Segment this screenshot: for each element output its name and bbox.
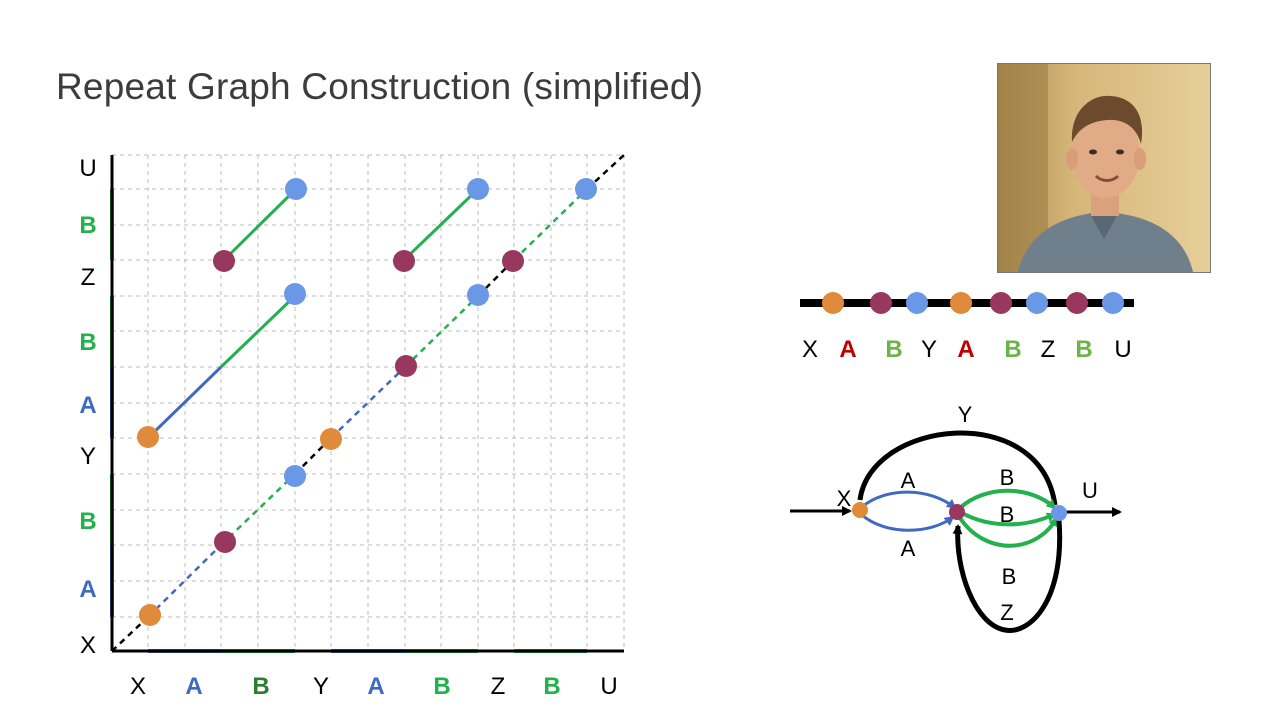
edge-label-b-top: B bbox=[1000, 465, 1015, 490]
sequence-dot bbox=[950, 292, 972, 314]
sequence-label: X bbox=[802, 336, 818, 363]
graph-node-orange bbox=[852, 502, 868, 518]
edge-a-top bbox=[861, 490, 957, 510]
point-purple bbox=[502, 250, 524, 272]
sequence-dot bbox=[906, 292, 928, 314]
sequence-label: B bbox=[1004, 336, 1021, 363]
sequence-dot bbox=[870, 292, 892, 314]
point-orange bbox=[137, 426, 159, 448]
sequence-label: Z bbox=[1041, 336, 1056, 363]
point-purple bbox=[213, 250, 235, 272]
point-blue bbox=[285, 178, 307, 200]
x-axis-label: B bbox=[433, 673, 450, 700]
edge-label-a-top: A bbox=[901, 468, 916, 493]
point-blue bbox=[575, 178, 597, 200]
edge-label-z: Z bbox=[1000, 600, 1013, 625]
y-axis-label: B bbox=[79, 212, 96, 239]
sequence-dots bbox=[822, 292, 1124, 314]
edge-a-bottom bbox=[861, 513, 955, 532]
sequence-label: U bbox=[1114, 336, 1131, 363]
x-axis-label: Z bbox=[491, 673, 506, 700]
point-orange bbox=[320, 428, 342, 450]
y-axis-label: X bbox=[80, 632, 96, 659]
main-diagonal bbox=[111, 154, 625, 652]
alignment-ab-b bbox=[219, 294, 297, 369]
sequence-label: B bbox=[885, 336, 902, 363]
sequence-label: Y bbox=[921, 336, 937, 363]
x-axis-label: X bbox=[130, 673, 146, 700]
y-axis-label: A bbox=[79, 576, 96, 603]
edge-label-u: U bbox=[1082, 478, 1098, 503]
dot-plot-points bbox=[137, 178, 597, 626]
x-axis-label: U bbox=[600, 673, 617, 700]
y-axis-label: Z bbox=[81, 264, 96, 291]
repeat-graph: Y X A A B B B Z U bbox=[790, 402, 1122, 633]
point-orange bbox=[139, 604, 161, 626]
sequence-dot bbox=[990, 292, 1012, 314]
edge-label-a-bottom: A bbox=[901, 536, 916, 561]
x-axis-label: B bbox=[252, 673, 269, 700]
edge-label-y: Y bbox=[958, 402, 973, 427]
point-purple bbox=[393, 250, 415, 272]
x-axis-label: Y bbox=[313, 673, 329, 700]
sequence-label: B bbox=[1075, 336, 1092, 363]
edge-b-top bbox=[958, 488, 1057, 510]
edge-b-low bbox=[958, 516, 1059, 548]
sequence-dot bbox=[1102, 292, 1124, 314]
y-axis-label: B bbox=[79, 329, 96, 356]
alignment-ab bbox=[146, 365, 223, 440]
y-axis-label: A bbox=[79, 392, 96, 419]
sequence-label: A bbox=[839, 336, 856, 363]
edge-z-loop bbox=[952, 519, 1063, 633]
y-axis-label: U bbox=[79, 155, 96, 182]
x-axis-label: B bbox=[543, 673, 560, 700]
x-axis-label: A bbox=[367, 673, 384, 700]
point-blue bbox=[284, 465, 306, 487]
point-blue bbox=[467, 284, 489, 306]
graph-node-purple bbox=[949, 504, 965, 520]
graph-node-blue bbox=[1051, 505, 1067, 521]
repeat-alignments bbox=[146, 187, 480, 440]
dot-plot-grid bbox=[112, 154, 625, 651]
point-purple bbox=[395, 355, 417, 377]
alignment-b1 bbox=[222, 187, 298, 262]
slide-title: Repeat Graph Construction (simplified) bbox=[56, 66, 704, 107]
edge-y bbox=[857, 430, 1058, 506]
sequence-dot bbox=[1026, 292, 1048, 314]
edge-label-x: X bbox=[837, 486, 852, 511]
edge-label-b-low: B bbox=[1002, 564, 1017, 589]
sequence-label: A bbox=[957, 336, 974, 363]
y-axis-label: B bbox=[79, 508, 96, 535]
y-axis-label: Y bbox=[80, 443, 96, 470]
point-purple bbox=[214, 531, 236, 553]
point-blue bbox=[284, 283, 306, 305]
point-blue bbox=[467, 178, 489, 200]
sequence-dot bbox=[1066, 292, 1088, 314]
alignment-b2 bbox=[402, 187, 480, 262]
x-axis-label: A bbox=[185, 673, 202, 700]
sequence-dot bbox=[822, 292, 844, 314]
edge-b-mid bbox=[961, 511, 1057, 527]
edge-label-b-mid: B bbox=[1000, 502, 1015, 527]
presenter-video bbox=[997, 63, 1211, 273]
